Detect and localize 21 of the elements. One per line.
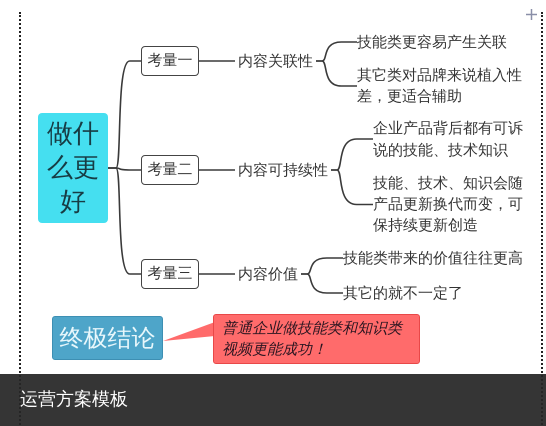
connector-line — [199, 273, 235, 275]
connector-line — [199, 60, 235, 62]
central-topic-box: 做什么更好 — [38, 113, 108, 223]
leaf-text: 其它类对品牌来说植入性差，更适合辅助 — [357, 65, 525, 107]
leaf-text: 技能类更容易产生关联 — [357, 32, 510, 52]
connector-line — [331, 169, 373, 206]
subtopic-box: 考量一 — [141, 46, 199, 76]
leaf-text: 企业产品背后都有可诉说的技能、技术知识 — [373, 117, 526, 161]
connector-line — [316, 60, 357, 87]
subtopic-box: 考量二 — [141, 155, 199, 185]
conclusion-box: 终极结论 — [52, 316, 163, 360]
connector-line — [301, 273, 343, 294]
callout-bubble: 普通企业做技能类和知识类视频更能成功！ — [213, 314, 420, 364]
connector-line — [108, 167, 141, 275]
leaf-text: 技能类带来的价值往往更高 — [343, 248, 526, 268]
caption-text: 运营方案模板 — [20, 388, 128, 412]
callout-pointer — [163, 322, 215, 341]
leaf-text: 技能、技术、知识会随产品更新换代而变，可保持续更新创造 — [373, 173, 526, 236]
connector-line — [199, 169, 235, 171]
subtopic-box: 考量三 — [141, 259, 199, 289]
leaf-text: 其它的就不一定了 — [343, 283, 466, 303]
